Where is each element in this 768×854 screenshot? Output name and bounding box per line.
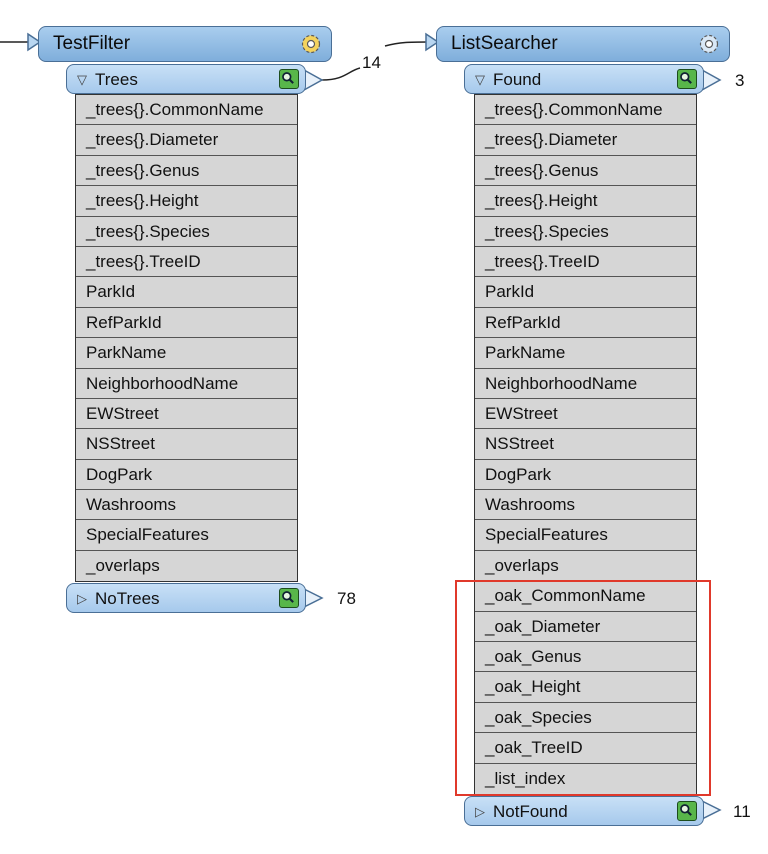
attribute-row: ParkId [475, 277, 696, 308]
port-label: Trees [95, 70, 138, 89]
attribute-row: _oak_Height [475, 672, 696, 703]
feature-count-notfound: 11 [733, 802, 751, 821]
attribute-row: _trees{}.Species [76, 217, 297, 247]
attribute-row: _overlaps [86, 555, 160, 575]
attribute-row: SpecialFeatures [76, 520, 297, 551]
attribute-row: _trees{}.Diameter [475, 125, 696, 156]
output-port-trees[interactable]: ▽ Trees [66, 64, 306, 94]
attribute-row: NeighborhoodName [76, 369, 297, 399]
attribute-row: ParkId [76, 277, 297, 308]
attribute-row: _oak_Genus [475, 642, 696, 673]
attribute-row: _trees{}.TreeID [475, 247, 696, 278]
feature-count-found: 3 [735, 71, 745, 90]
attribute-row: SpecialFeatures [475, 520, 696, 551]
transformer-header-listsearcher[interactable]: ListSearcher [436, 26, 730, 62]
port-label: NoTrees [95, 589, 160, 608]
feature-count-notrees: 78 [337, 589, 356, 608]
attribute-row: _trees{}.Diameter [76, 125, 297, 156]
attribute-row: _oak_Species [475, 703, 696, 734]
attribute-row: NeighborhoodName [475, 369, 696, 399]
attribute-row: _overlaps [475, 551, 696, 582]
attribute-row: NSStreet [475, 429, 696, 460]
attribute-row: _oak_CommonName [475, 581, 696, 612]
magnifier-icon[interactable] [677, 69, 697, 89]
gear-icon[interactable] [697, 32, 721, 56]
magnifier-icon[interactable] [279, 588, 299, 608]
attribute-row: DogPark [76, 460, 297, 491]
attribute-row: Washrooms [76, 490, 297, 521]
attribute-row: _oak_TreeID [475, 733, 696, 764]
attribute-row: _trees{}.CommonName [475, 95, 696, 126]
feature-count-trees: 14 [362, 53, 381, 72]
highlight-box [455, 580, 711, 796]
attribute-list-found: _trees{}.CommonName_trees{}.Diameter_tre… [474, 94, 697, 795]
magnifier-icon[interactable] [677, 801, 697, 821]
triangle-right-icon[interactable]: ▷ [77, 591, 87, 606]
attribute-row: _trees{}.Genus [475, 156, 696, 187]
attribute-row: _oak_Diameter [475, 612, 696, 643]
attribute-row: EWStreet [475, 399, 696, 430]
attribute-row: _trees{}.CommonName [76, 95, 297, 126]
attribute-row: _trees{}.Height [76, 186, 297, 217]
attribute-row: _trees{}.Species [475, 217, 696, 247]
attribute-row: ParkName [475, 338, 696, 369]
transformer-title: TestFilter [53, 33, 131, 54]
attribute-row: _list_index [485, 768, 566, 788]
attribute-row: ParkName [76, 338, 297, 369]
attribute-row: _trees{}.TreeID [76, 247, 297, 278]
attribute-row: NSStreet [76, 429, 297, 460]
gear-icon[interactable] [299, 32, 323, 56]
triangle-down-icon[interactable]: ▽ [77, 72, 87, 87]
transformer-header-testfilter[interactable]: TestFilter [38, 26, 332, 62]
attribute-row: Washrooms [475, 490, 696, 521]
output-port-notfound[interactable]: ▷ NotFound [464, 796, 704, 826]
output-port-notrees[interactable]: ▷ NoTrees [66, 583, 306, 613]
transformer-title: ListSearcher [451, 33, 558, 54]
attribute-row: _trees{}.Genus [76, 156, 297, 187]
attribute-row: EWStreet [76, 399, 297, 430]
magnifier-icon[interactable] [279, 69, 299, 89]
triangle-down-icon[interactable]: ▽ [475, 72, 485, 87]
output-port-found[interactable]: ▽ Found [464, 64, 704, 94]
attribute-row: RefParkId [475, 308, 696, 339]
port-label: Found [493, 70, 542, 89]
attribute-row: DogPark [475, 460, 696, 491]
triangle-right-icon[interactable]: ▷ [475, 804, 485, 819]
attribute-row: RefParkId [76, 308, 297, 339]
attribute-list-trees: _trees{}.CommonName_trees{}.Diameter_tre… [75, 94, 298, 583]
port-label: NotFound [493, 802, 568, 821]
attribute-row: _trees{}.Height [475, 186, 696, 217]
